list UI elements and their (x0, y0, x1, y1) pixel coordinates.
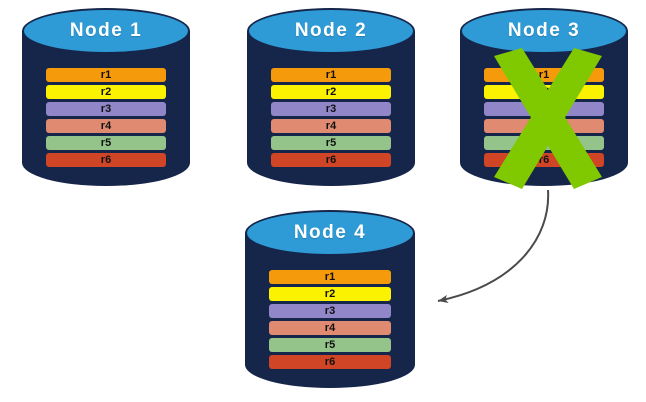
record-bar: r5 (483, 136, 605, 150)
record-bar: r4 (45, 119, 167, 133)
record-bar: r1 (45, 68, 167, 82)
node-4-record-list: r1 r2 r3 r4 r5 r6 (268, 270, 392, 369)
node-4-cylinder-top (245, 210, 415, 256)
node-4[interactable]: Node 4 r1 r2 r3 r4 r5 r6 (245, 210, 415, 388)
record-bar: r1 (268, 270, 392, 284)
record-bar: r6 (270, 153, 392, 167)
node-2-record-list: r1 r2 r3 r4 r5 r6 (270, 68, 392, 167)
record-bar: r4 (268, 321, 392, 335)
failover-arrow-path (437, 189, 550, 304)
record-bar: r5 (45, 136, 167, 150)
record-bar: r4 (483, 119, 605, 133)
node-3-cylinder-top (460, 8, 628, 54)
record-bar: r6 (268, 355, 392, 369)
node-3-record-list: r1 r2 r3 r4 r5 r6 (483, 68, 605, 167)
record-bar: r3 (270, 102, 392, 116)
node-3[interactable]: Node 3 r1 r2 r3 r4 r5 r6 (460, 8, 628, 189)
record-bar: r5 (268, 338, 392, 352)
record-bar: r4 (270, 119, 392, 133)
record-bar: r5 (270, 136, 392, 150)
node-2-cylinder-top (247, 8, 415, 54)
record-bar: r3 (268, 304, 392, 318)
record-bar: r6 (45, 153, 167, 167)
node-1[interactable]: Node 1 r1 r2 r3 r4 r5 r6 (22, 8, 190, 186)
record-bar: r1 (483, 68, 605, 82)
record-bar: r2 (270, 85, 392, 99)
record-bar: r1 (270, 68, 392, 82)
record-bar: r2 (45, 85, 167, 99)
node-1-record-list: r1 r2 r3 r4 r5 r6 (45, 68, 167, 167)
node-2[interactable]: Node 2 r1 r2 r3 r4 r5 r6 (247, 8, 415, 186)
record-bar: r3 (483, 102, 605, 116)
record-bar: r2 (268, 287, 392, 301)
record-bar: r6 (483, 153, 605, 167)
record-bar: r3 (45, 102, 167, 116)
node-1-cylinder-top (22, 8, 190, 54)
record-bar: r2 (483, 85, 605, 99)
